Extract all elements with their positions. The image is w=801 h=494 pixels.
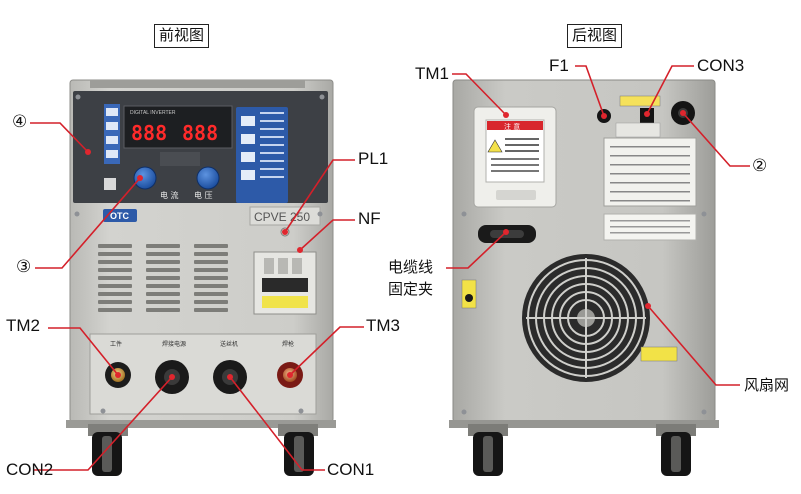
rear-base bbox=[449, 420, 719, 428]
front-ventilation-louvers bbox=[98, 244, 228, 312]
callout-tm2: TM2 bbox=[6, 316, 40, 335]
digital-display-window bbox=[123, 105, 233, 149]
front-base bbox=[66, 420, 336, 428]
warning-label-title: 注 意 bbox=[504, 122, 520, 131]
breaker-lever[interactable] bbox=[278, 258, 288, 274]
leader-cable-clamp bbox=[446, 231, 507, 269]
ground-icon bbox=[465, 294, 473, 302]
front-machine: DIGITAL INVERTER 888 888 电 流 电 压 bbox=[66, 79, 336, 476]
callout-4: ④ bbox=[12, 112, 28, 131]
screw bbox=[461, 211, 467, 217]
breaker-lever[interactable] bbox=[292, 258, 302, 274]
brand-badge bbox=[103, 209, 137, 222]
callout-con1: CON1 bbox=[327, 460, 375, 479]
current-knob-label: 电 流 bbox=[160, 190, 179, 200]
screw bbox=[75, 94, 81, 100]
model-text: CPVE 250 bbox=[254, 210, 310, 224]
current-knob[interactable] bbox=[133, 166, 157, 190]
leader-nf bbox=[299, 219, 355, 251]
callout-tm3: TM3 bbox=[366, 316, 400, 335]
output-label-workpiece: 工件 bbox=[110, 340, 122, 348]
leader-con2 bbox=[34, 376, 173, 471]
current-display-digits: 888 bbox=[131, 121, 167, 145]
screw bbox=[317, 211, 323, 217]
rear-machine: 注 意 bbox=[449, 79, 719, 476]
panel-switch[interactable] bbox=[104, 178, 116, 190]
leader-lines bbox=[30, 65, 750, 471]
breaker-warning-label bbox=[262, 296, 308, 308]
screw bbox=[100, 408, 106, 414]
callout-pl1: PL1 bbox=[358, 149, 389, 168]
callout-nf: NF bbox=[358, 209, 381, 228]
screw bbox=[319, 94, 325, 100]
leader-tm1 bbox=[452, 73, 507, 116]
spec-sticker bbox=[615, 122, 661, 138]
voltage-knob[interactable] bbox=[196, 166, 220, 190]
fan-warning-sticker bbox=[640, 346, 678, 362]
screw bbox=[701, 211, 707, 217]
brand-text: OTC bbox=[110, 211, 129, 221]
leader-2 bbox=[682, 112, 750, 167]
callout-cable-clamp-line2: 固定夹 bbox=[388, 280, 434, 298]
callout-2: ② bbox=[752, 156, 768, 175]
callout-cable-clamp-line1: 电缆线 bbox=[388, 258, 434, 276]
front-view-title: 前视图 bbox=[154, 24, 210, 48]
leader-con1 bbox=[229, 376, 325, 471]
settings-button[interactable] bbox=[241, 152, 255, 162]
mode-button-strip bbox=[104, 104, 120, 164]
leader-con3 bbox=[646, 65, 694, 115]
leader-tm2 bbox=[48, 327, 119, 376]
voltage-knob-label: 电 压 bbox=[194, 190, 213, 200]
leader-3 bbox=[35, 177, 141, 269]
mode-button[interactable] bbox=[106, 136, 118, 144]
output-label-feeder: 送丝机 bbox=[220, 340, 238, 348]
callout-3: ③ bbox=[16, 257, 32, 276]
indicator-area bbox=[160, 152, 200, 166]
callout-f1: F1 bbox=[549, 56, 569, 75]
warning-label-header bbox=[487, 121, 543, 130]
leader-4 bbox=[30, 122, 89, 153]
callout-con2: CON2 bbox=[6, 460, 54, 479]
screw bbox=[298, 408, 304, 414]
screw bbox=[74, 211, 80, 217]
mode-button[interactable] bbox=[106, 122, 118, 130]
output-label-torch: 焊枪 bbox=[282, 340, 294, 348]
rear-view-title: 后视图 bbox=[567, 24, 623, 48]
output-label-power: 焊接电源 bbox=[162, 340, 186, 348]
voltage-display-digits: 888 bbox=[182, 121, 218, 145]
leader-dots bbox=[85, 110, 686, 380]
callout-tm1: TM1 bbox=[415, 64, 449, 83]
leader-f1 bbox=[575, 65, 605, 117]
settings-button[interactable] bbox=[241, 170, 255, 180]
mode-button[interactable] bbox=[106, 108, 118, 116]
display-header: DIGITAL INVERTER bbox=[130, 110, 176, 116]
callout-fan-guard: 风扇网 bbox=[744, 376, 790, 394]
leader-tm3 bbox=[289, 326, 364, 376]
warning-triangle-icon bbox=[487, 139, 503, 153]
caution-sticker bbox=[619, 95, 661, 107]
front-top-handle bbox=[90, 80, 305, 88]
screw bbox=[701, 409, 707, 415]
callout-con3: CON3 bbox=[697, 56, 745, 75]
settings-button[interactable] bbox=[241, 116, 255, 126]
cover-latch[interactable] bbox=[496, 190, 536, 200]
rating-plate bbox=[603, 137, 697, 207]
leader-pl1 bbox=[284, 159, 355, 233]
breaker-lever[interactable] bbox=[264, 258, 274, 274]
settings-button[interactable] bbox=[241, 134, 255, 144]
breaker-body bbox=[262, 278, 308, 292]
mode-button[interactable] bbox=[106, 150, 118, 158]
screw bbox=[461, 409, 467, 415]
leader-fan-guard bbox=[647, 305, 740, 386]
